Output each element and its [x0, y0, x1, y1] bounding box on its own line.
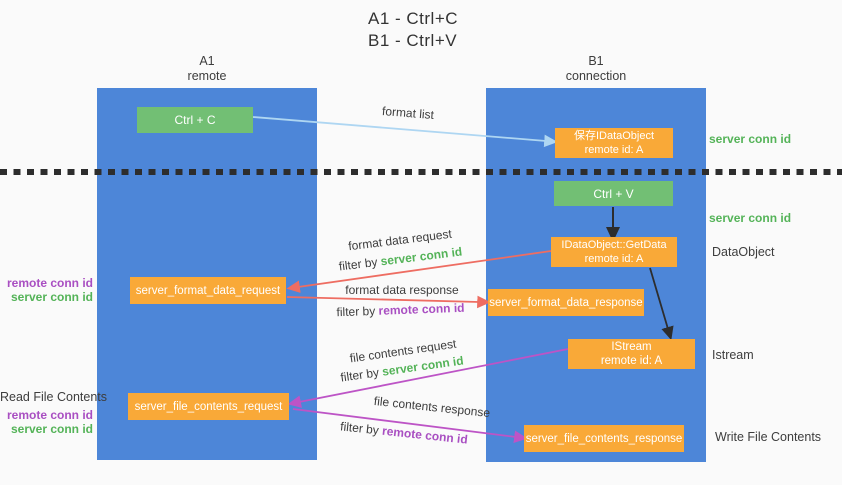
label-read-file-contents: Read File Contents: [0, 390, 108, 404]
node-istream: IStream remote id: A: [568, 339, 695, 369]
label-server-conn-id: server conn id: [10, 290, 93, 304]
label-format-list: format list: [381, 103, 435, 123]
node-save-idataobject: 保存IDataObject remote id: A: [555, 128, 673, 158]
label-remote-conn-id: remote conn id: [6, 276, 93, 290]
label-remote-conn-id: remote conn id: [6, 408, 93, 422]
filter-prefix: filter by: [338, 254, 382, 274]
lane-a1-name: A1: [199, 54, 215, 68]
label-server-conn-id-mid: server conn id: [709, 211, 792, 225]
session-divider-dotted-line: [0, 169, 842, 175]
label-write-file-contents: Write File Contents: [715, 430, 822, 444]
node-idataobject-getdata: IDataObject::GetData remote id: A: [551, 237, 677, 267]
node-server-format-data-request: server_format_data_request: [130, 277, 286, 304]
filter-prefix: filter by: [336, 303, 379, 320]
label-filter-format-data-response: filter by remote conn id: [318, 300, 483, 320]
title-line-1: A1 - Ctrl+C: [368, 9, 459, 28]
lane-a1-role: remote: [187, 69, 227, 83]
label-conn-ids-format: remote conn id server conn id: [0, 276, 93, 304]
node-server-file-contents-response: server_file_contents_response: [524, 425, 684, 452]
node-save-idataobject-title: 保存IDataObject: [573, 130, 655, 142]
lane-b1-role: connection: [565, 69, 627, 83]
label-conn-ids-file: remote conn id server conn id: [0, 408, 93, 436]
diagram-title: A1 - Ctrl+C B1 - Ctrl+V: [368, 8, 458, 52]
label-filter-file-contents-response: filter by remote conn id: [318, 417, 491, 449]
filter-prefix: filter by: [339, 364, 384, 385]
lane-b1-name: B1: [588, 54, 604, 68]
filter-key-remote-conn-id: remote conn id: [381, 423, 469, 447]
filter-key-server-conn-id: server conn id: [379, 244, 463, 269]
label-istream: Istream: [712, 348, 754, 362]
node-save-idataobject-subtitle: remote id: A: [584, 144, 644, 156]
node-istream-title: IStream: [611, 341, 652, 353]
node-server-file-contents-request: server_file_contents_request: [128, 393, 289, 420]
node-server-format-data-response: server_format_data_response: [488, 289, 644, 316]
node-getdata-title: IDataObject::GetData: [561, 239, 667, 251]
label-server-conn-id-top: server conn id: [709, 132, 792, 146]
filter-key-remote-conn-id: remote conn id: [378, 300, 465, 318]
lane-header-b1: B1 connection: [486, 54, 706, 84]
node-ctrl-c: Ctrl + C: [137, 107, 253, 133]
label-format-data-response: format data response: [345, 283, 459, 297]
filter-prefix: filter by: [339, 419, 383, 438]
label-dataobject: DataObject: [712, 245, 775, 259]
lane-header-a1: A1 remote: [97, 54, 317, 84]
node-getdata-subtitle: remote id: A: [584, 253, 644, 265]
title-line-2: B1 - Ctrl+V: [368, 31, 458, 50]
node-istream-subtitle: remote id: A: [600, 355, 663, 367]
label-server-conn-id: server conn id: [10, 422, 93, 436]
node-ctrl-v: Ctrl + V: [554, 181, 673, 206]
